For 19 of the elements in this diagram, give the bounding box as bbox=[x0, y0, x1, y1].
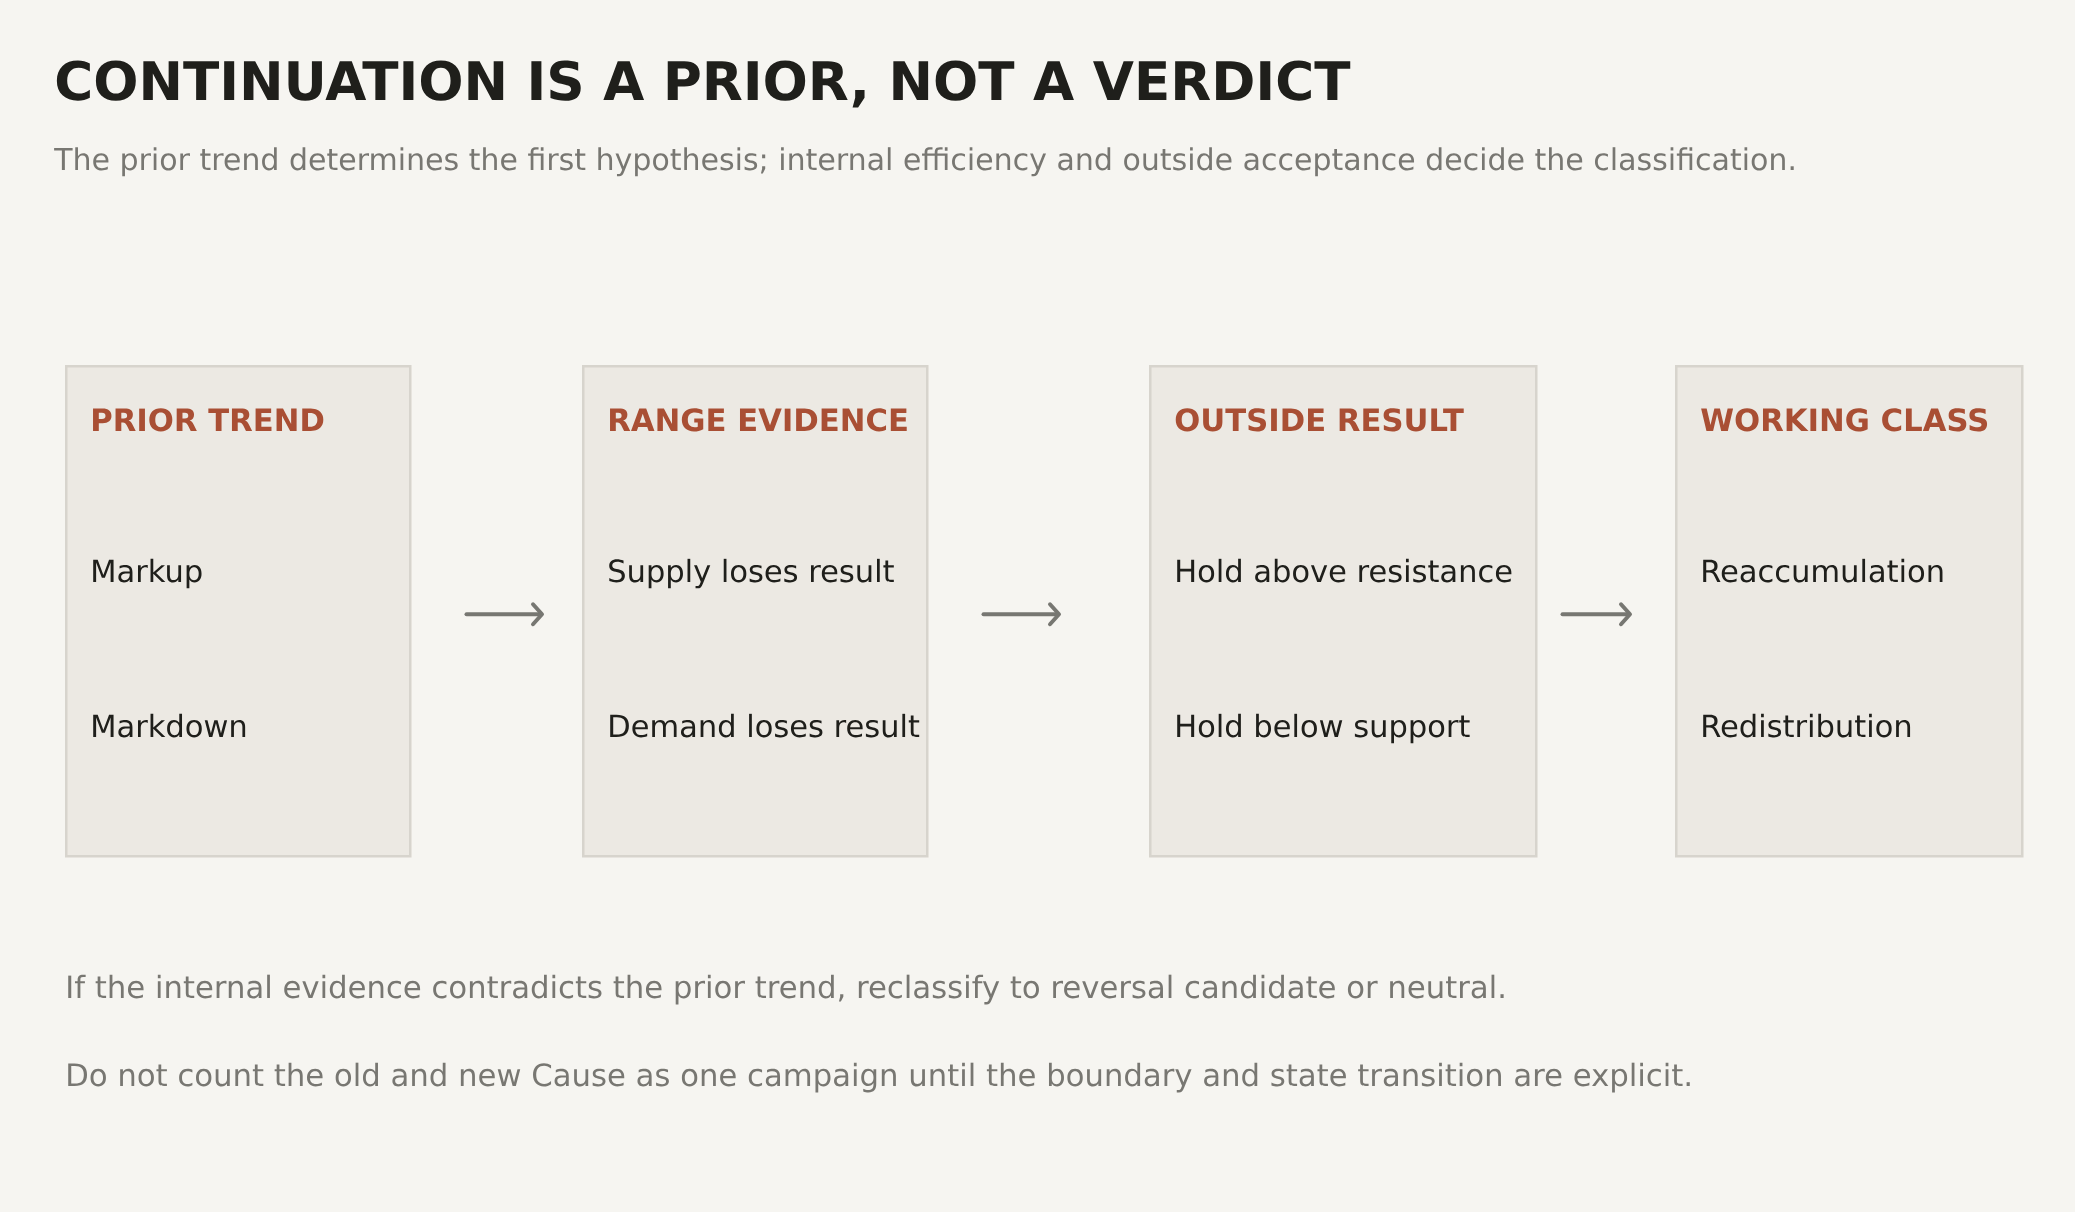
panel-heading: WORKING CLASS bbox=[1701, 408, 1988, 432]
item-text: Reaccumulation bbox=[1703, 558, 1943, 583]
item-text: Markup bbox=[93, 558, 202, 589]
flow-arrow bbox=[981, 602, 1061, 627]
note-text: If the internal evidence contradicts the prior trend, reclassify to reversal candidate or neutral. bbox=[68, 974, 1504, 1005]
title: CONTINUATION IS A PRIOR, NOT A VERDICT bbox=[56, 60, 1351, 108]
item-text: Redistribution bbox=[1703, 713, 1911, 738]
note-text: Do not count the old and new Cause as one campaign until the boundary and state transition are explicit. bbox=[68, 1062, 1690, 1093]
item-text: Supply loses result bbox=[609, 558, 894, 589]
flow-arrow bbox=[464, 602, 544, 627]
item-text: Markdown bbox=[93, 713, 246, 738]
flow-arrow bbox=[1560, 602, 1632, 627]
panel-heading: PRIOR TREND bbox=[93, 408, 324, 432]
panel-heading: OUTSIDE RESULT bbox=[1175, 408, 1464, 432]
item-text: Demand loses result bbox=[610, 713, 920, 738]
item-text: Hold above resistance bbox=[1177, 558, 1512, 583]
subtitle: The prior trend determines the first hypothesis; internal efficiency and outside acceptance decide the classification. bbox=[54, 147, 1794, 177]
panel-heading: RANGE EVIDENCE bbox=[610, 408, 907, 432]
item-text: Hold below support bbox=[1177, 713, 1470, 744]
